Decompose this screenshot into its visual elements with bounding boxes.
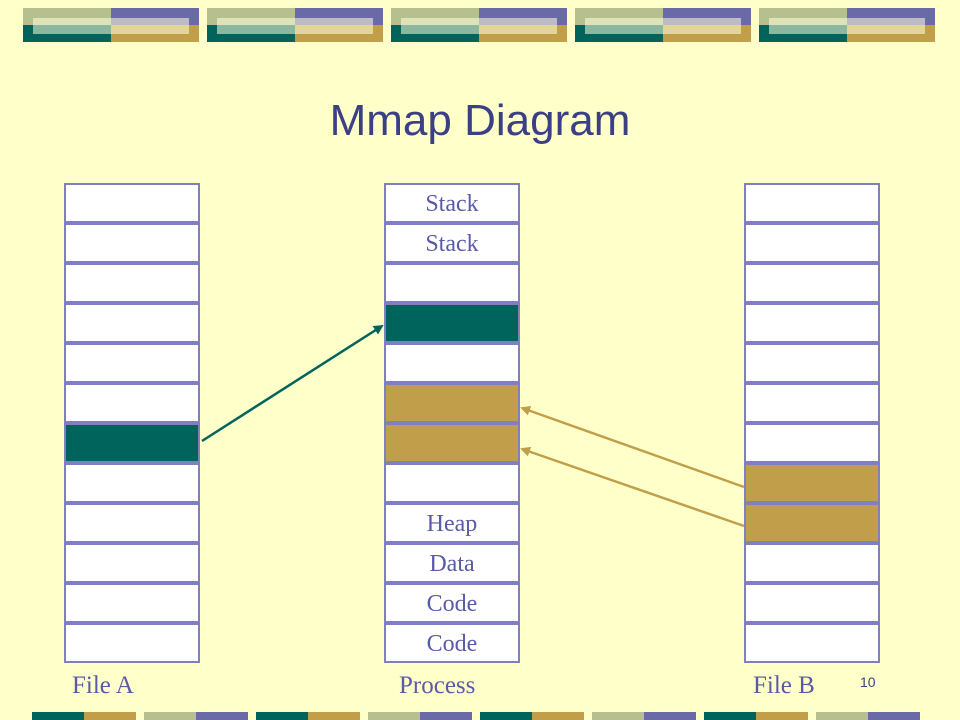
file-a-cell — [64, 583, 200, 623]
file-a-cell — [64, 183, 200, 223]
process-cell: Code — [384, 623, 520, 663]
process-cell — [384, 303, 520, 343]
process-cell — [384, 263, 520, 303]
file-b-cell — [744, 423, 880, 463]
file-b-cell — [744, 503, 880, 543]
file-a-column — [64, 183, 200, 663]
file-b-label: File B — [753, 672, 815, 699]
header-deco-block — [207, 8, 383, 43]
file-b-cell — [744, 343, 880, 383]
file-b-cell — [744, 263, 880, 303]
process-cell — [384, 343, 520, 383]
file-a-cell — [64, 383, 200, 423]
file-a-label: File A — [72, 672, 134, 699]
file-a-cell — [64, 223, 200, 263]
file-a-cell — [64, 303, 200, 343]
process-cell — [384, 383, 520, 423]
file-b-cell — [744, 223, 880, 263]
arrow-file-a-to-process — [201, 324, 384, 443]
process-label: Process — [399, 672, 476, 699]
process-cell — [384, 463, 520, 503]
file-b-cell — [744, 543, 880, 583]
file-b-cell — [744, 303, 880, 343]
footer-decoration — [0, 712, 960, 720]
process-cell: Data — [384, 543, 520, 583]
file-b-cell — [744, 463, 880, 503]
file-a-cell — [64, 543, 200, 583]
file-a-cell — [64, 623, 200, 663]
process-cell: Stack — [384, 223, 520, 263]
file-b-column — [744, 183, 880, 663]
arrow-file-b-to-process-1 — [520, 405, 745, 489]
header-deco-block — [23, 8, 199, 43]
slide-title: Mmap Diagram — [329, 96, 631, 145]
slide-number: 10 — [860, 674, 876, 690]
header-deco-block — [759, 8, 935, 43]
file-a-cell — [64, 503, 200, 543]
file-a-cell — [64, 263, 200, 303]
process-cell: Code — [384, 583, 520, 623]
process-cell: Heap — [384, 503, 520, 543]
process-cell: Stack — [384, 183, 520, 223]
arrow-file-b-to-process-2 — [520, 446, 745, 528]
file-a-cell — [64, 463, 200, 503]
process-cell — [384, 423, 520, 463]
file-b-cell — [744, 383, 880, 423]
file-b-cell — [744, 623, 880, 663]
file-a-cell — [64, 423, 200, 463]
file-a-cell — [64, 343, 200, 383]
header-deco-block — [391, 8, 567, 43]
file-b-cell — [744, 583, 880, 623]
header-deco-block — [575, 8, 751, 43]
file-b-cell — [744, 183, 880, 223]
